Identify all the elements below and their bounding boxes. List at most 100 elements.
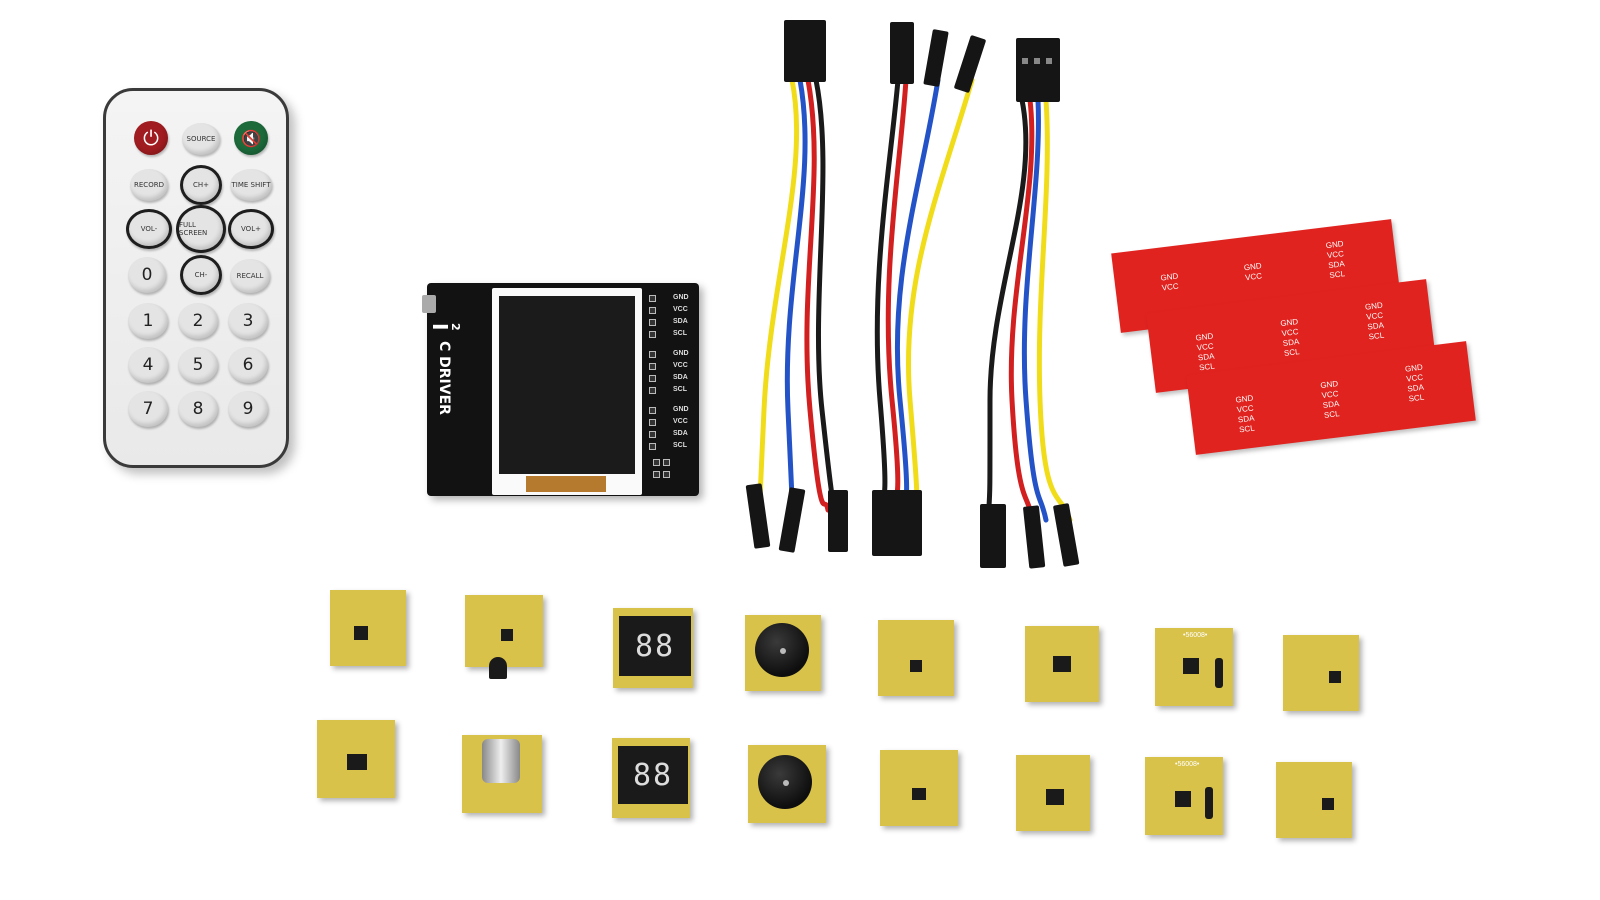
pin-label: GND	[673, 294, 689, 301]
pcb-label-scl: SCL	[1368, 330, 1385, 342]
digit-2-label: 2	[192, 311, 204, 331]
timeshift-button: TIME SHIFT	[230, 169, 272, 201]
cable-wire	[1008, 97, 1035, 523]
digit-3-button: 3	[228, 303, 268, 339]
digit-0-label: 0	[141, 265, 153, 285]
header-pin	[649, 319, 656, 326]
seven-segment-display: 88	[618, 746, 688, 804]
ch-up-label: CH+	[192, 181, 210, 189]
pcb-label-scl: SCL	[1198, 361, 1216, 373]
cable-connector	[872, 490, 922, 556]
ch-down-button: CH-	[180, 255, 222, 295]
transistor-sensor	[489, 657, 507, 679]
brand-superscript: 2	[449, 323, 462, 331]
recall-button: RECALL	[230, 259, 270, 293]
ic-chip	[501, 629, 513, 641]
ic-chip	[354, 626, 368, 640]
source-label: SOURCE	[186, 135, 216, 143]
sensor-module	[1025, 626, 1099, 702]
cable-connector	[778, 487, 806, 553]
header-pin	[653, 471, 660, 478]
pin-label: SDA	[673, 318, 688, 325]
buzzer-module	[745, 615, 821, 691]
sensor-module	[330, 590, 406, 666]
pin-label: SCL	[673, 442, 687, 449]
jumper-cables	[745, 20, 1080, 569]
digit-5-label: 5	[192, 355, 204, 375]
cable-connector	[1023, 505, 1046, 569]
header-pin	[649, 307, 656, 314]
lcd-screen	[499, 296, 635, 474]
recall-label: RECALL	[236, 272, 264, 280]
fullscreen-button: FULL SCREEN	[176, 205, 226, 253]
seven-segment-module: 88	[613, 608, 693, 688]
header-pin	[649, 407, 656, 414]
digit-4-button: 4	[128, 347, 168, 383]
component	[1205, 787, 1213, 819]
board-brand-text: I 2 C DRIVER	[428, 323, 462, 463]
cable-connector	[784, 20, 826, 82]
pcb-label-vcc: VCC	[1161, 281, 1180, 293]
rotary-encoder-module	[462, 735, 542, 813]
ic-chip	[912, 788, 926, 800]
sensor-module	[1276, 762, 1352, 838]
pin-label: VCC	[673, 418, 688, 425]
header-pin	[649, 431, 656, 438]
connector-contact	[1046, 58, 1052, 64]
cable-connector	[954, 35, 986, 93]
ic-chip	[910, 660, 922, 672]
cable-connector	[1053, 503, 1080, 567]
pin-label: SCL	[673, 330, 687, 337]
cable-connector	[980, 504, 1006, 568]
ch-down-label: CH-	[194, 271, 208, 279]
digit-7-button: 7	[128, 391, 168, 427]
ic-chip	[1175, 791, 1191, 807]
header-pin	[663, 471, 670, 478]
cable-connector	[745, 483, 771, 549]
lcd-flex-cable	[526, 476, 606, 492]
rotary-knob	[482, 739, 520, 783]
digit-8-button: 8	[178, 391, 218, 427]
pin-header-column: GND VCC SDA SCL GND VCC SDA SCL GND VCC …	[649, 289, 697, 450]
pcb-label-scl: SCL	[1283, 347, 1301, 358]
fullscreen-label: FULL SCREEN	[179, 221, 208, 237]
brand-driver: C DRIVER	[436, 341, 452, 415]
sensor-module	[1016, 755, 1090, 831]
bottom-pin-header	[653, 459, 679, 485]
cable-wire	[1021, 97, 1049, 523]
pin-label: SDA	[673, 374, 688, 381]
sensor-module	[880, 750, 958, 826]
cable-connector	[828, 490, 848, 552]
digit-1-button: 1	[128, 303, 168, 339]
pcb-label-scl: SCL	[1328, 269, 1346, 281]
vol-up-button: VOL+	[228, 209, 274, 249]
i2c-driver-lcd-board: I 2 C DRIVER GND VCC SDA SCL GND VCC SDA…	[422, 283, 699, 496]
cable-wire	[905, 77, 975, 513]
pin-label: VCC	[673, 306, 688, 313]
header-pin	[649, 331, 656, 338]
header-pin	[649, 443, 656, 450]
digit-8-label: 8	[192, 399, 204, 419]
seven-segment-display: 88	[619, 616, 691, 676]
connector-contact	[1022, 58, 1028, 64]
vol-down-button: VOL-	[126, 209, 172, 249]
component	[1215, 658, 1223, 688]
digit-6-button: 6	[228, 347, 268, 383]
pin-label: SCL	[673, 386, 687, 393]
pcb-label-vcc: VCC	[1244, 271, 1263, 283]
pin-label: GND	[673, 406, 689, 413]
pcb-label-scl: SCL	[1408, 392, 1425, 404]
source-button: SOURCE	[182, 123, 220, 155]
buzzer	[758, 755, 812, 809]
cable-wire	[813, 77, 837, 513]
vol-down-label: VOL-	[140, 225, 158, 233]
timeshift-label: TIME SHIFT	[231, 181, 271, 189]
seven-segment-module: 88	[612, 738, 690, 818]
pcb-label-scl: SCL	[1238, 423, 1256, 435]
pin-label: VCC	[673, 362, 688, 369]
digit-3-label: 3	[242, 311, 254, 331]
cable-wire	[804, 77, 831, 513]
sensor-module	[317, 720, 395, 798]
header-pin	[649, 419, 656, 426]
usb-port	[422, 295, 436, 313]
